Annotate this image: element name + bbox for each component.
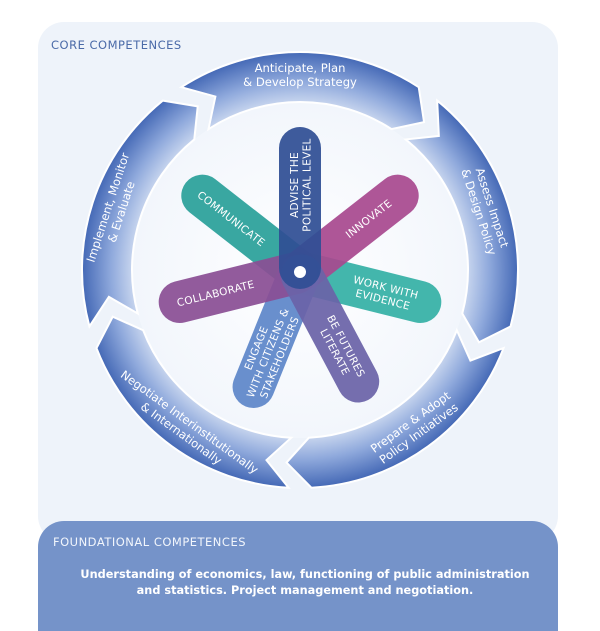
- process-cycle-ring: Anticipate, Plan& Develop StrategyAssess…: [81, 51, 519, 489]
- cycle-stage-label-line: Anticipate, Plan: [255, 61, 346, 75]
- foundational-competences-title: FOUNDATIONAL COMPETENCES: [53, 535, 247, 549]
- competence-petal-shape: [158, 251, 318, 323]
- foundational-text-line: Understanding of economics, law, functio…: [80, 568, 530, 581]
- wheel-hub-dot: [294, 266, 306, 278]
- cycle-arrow-segment: [285, 327, 506, 489]
- competence-petal-shape: [279, 127, 321, 289]
- cycle-arrow-segment: [403, 98, 519, 344]
- cycle-arrow-segment: [81, 99, 199, 329]
- competence-petal-label-line: POLITICAL LEVEL: [301, 138, 313, 231]
- cycle-arrow-segment: [95, 315, 294, 489]
- cycle-arrow-segment: [178, 51, 426, 132]
- competence-petal: COLLABORATE: [158, 251, 318, 323]
- competence-petal-label: ADVISE THEPOLITICAL LEVEL: [289, 138, 314, 231]
- competence-wheel: Anticipate, Plan& Develop StrategyAssess…: [81, 51, 519, 489]
- competence-petal: ADVISE THEPOLITICAL LEVEL: [279, 127, 321, 289]
- foundational-text-line: and statistics. Project management and n…: [136, 584, 474, 597]
- cycle-stage-label: Anticipate, Plan& Develop Strategy: [243, 61, 357, 89]
- competence-petal-shape: [280, 254, 380, 403]
- competence-petal-label-line: ADVISE THE: [289, 152, 301, 218]
- cycle-stage-label-line: & Develop Strategy: [243, 75, 357, 89]
- core-competences-title: CORE COMPETENCES: [51, 38, 182, 52]
- foundational-competences-text: Understanding of economics, law, functio…: [80, 567, 530, 599]
